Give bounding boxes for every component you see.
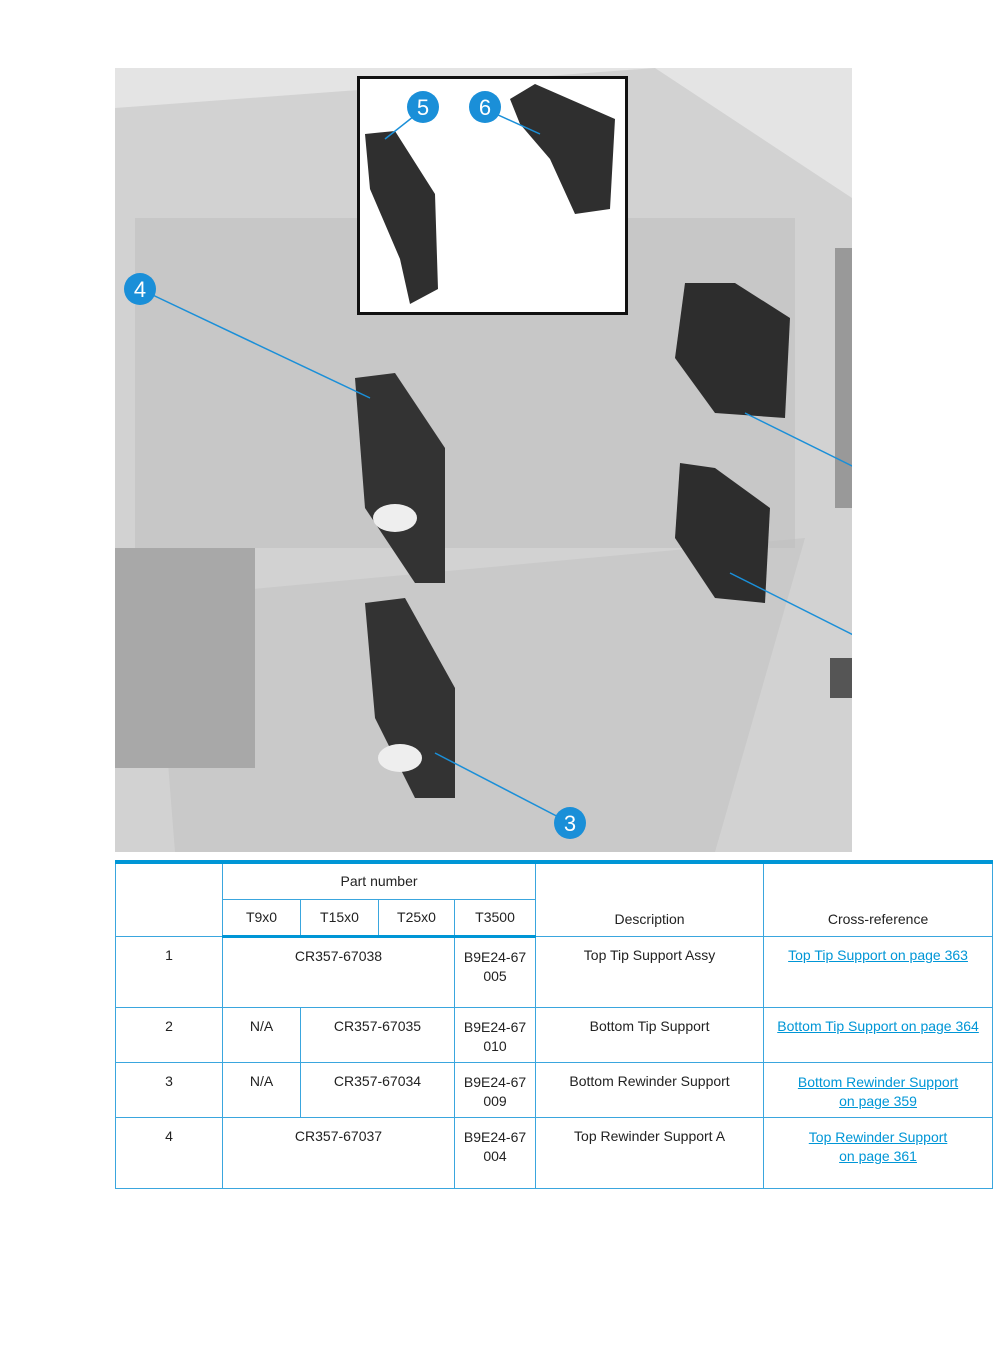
item-number: 4 xyxy=(115,1116,223,1189)
t3500-part-suffix: 010 xyxy=(483,1037,507,1054)
part-4-top-rewinder-support xyxy=(355,373,445,583)
part-number: CR357-67038 xyxy=(222,935,455,1008)
item-number: 1 xyxy=(115,935,223,1008)
cross-reference-link-line-1[interactable]: Bottom Rewinder Support xyxy=(797,1073,959,1090)
part-number: CR357-67035 xyxy=(300,1006,455,1063)
model-header-t3500: T3500 xyxy=(453,898,537,938)
callout-5: 5 xyxy=(417,95,429,120)
cross-reference-header: Cross-reference xyxy=(763,861,994,937)
cross-reference-link[interactable]: Bottom Rewinder Support on page 359 xyxy=(798,1074,958,1109)
t9x0-part-number: N/A xyxy=(222,1006,301,1063)
t3500-part-number: B9E24-67 xyxy=(463,1073,527,1090)
part-2-bottom-tip-support xyxy=(675,463,770,603)
model-header-t15x0: T15x0 xyxy=(300,898,379,938)
inset-detail: 5 6 xyxy=(357,76,628,315)
cross-reference-link-line-2[interactable]: on page 361 xyxy=(839,1147,917,1164)
callout-6: 6 xyxy=(479,95,491,120)
part-number: CR357-67037 xyxy=(222,1116,455,1189)
table-row: 3 N/A CR357-67034 B9E24-67 009 Bottom Rew… xyxy=(115,1061,994,1118)
part-3-bottom-rewinder-support xyxy=(365,598,455,798)
callout-4: 4 xyxy=(134,277,146,302)
cross-reference-link[interactable]: Top Tip Support on page 363 xyxy=(788,946,968,963)
description: Bottom Rewinder Support xyxy=(535,1061,765,1118)
description: Top Rewinder Support A xyxy=(535,1116,765,1189)
part-5 xyxy=(365,131,438,304)
description: Top Tip Support Assy xyxy=(535,935,765,1008)
callout-3: 3 xyxy=(564,811,576,836)
cross-reference-link-line-1[interactable]: Top Rewinder Support xyxy=(808,1128,948,1145)
t3500-part-suffix: 009 xyxy=(483,1092,507,1109)
t3500-part-suffix: 004 xyxy=(483,1147,507,1164)
part-number-header: Part number xyxy=(221,861,537,900)
model-header-t9x0: T9x0 xyxy=(222,898,301,938)
t3500-part-suffix: 005 xyxy=(483,967,507,984)
description-header: Description xyxy=(535,861,765,937)
table-row: 2 N/A CR357-67035 B9E24-67 010 Bottom Tip… xyxy=(115,1006,994,1063)
cross-reference-link[interactable]: Top Rewinder Support on page 361 xyxy=(809,1129,948,1164)
part-6 xyxy=(510,84,615,214)
description: Bottom Tip Support xyxy=(535,1006,765,1063)
table-row: 4 CR357-67037 B9E24-67 004 Top Rewinder S… xyxy=(115,1116,994,1189)
t9x0-part-number: N/A xyxy=(222,1061,301,1118)
table-row: 1 CR357-67038 B9E24-67 005 Top Tip Suppor… xyxy=(115,935,994,1008)
callouts: 4 1 2 3 xyxy=(124,273,586,839)
t3500-part-number: B9E24-67 xyxy=(463,948,527,965)
part-1-top-tip-support xyxy=(675,283,790,418)
t3500-part-number: B9E24-67 xyxy=(463,1018,527,1035)
part-number: CR357-67034 xyxy=(300,1061,455,1118)
model-header-t25x0: T25x0 xyxy=(378,898,455,938)
t3500-part-number: B9E24-67 xyxy=(463,1128,527,1145)
cross-reference-link-line-2[interactable]: on page 359 xyxy=(839,1092,917,1109)
cross-reference-link[interactable]: Bottom Tip Support on page 364 xyxy=(777,1017,979,1034)
item-number: 3 xyxy=(115,1061,223,1118)
parts-table: Part number Description Cross-reference … xyxy=(115,860,994,1189)
item-number: 2 xyxy=(115,1006,223,1063)
item-header xyxy=(115,861,223,937)
